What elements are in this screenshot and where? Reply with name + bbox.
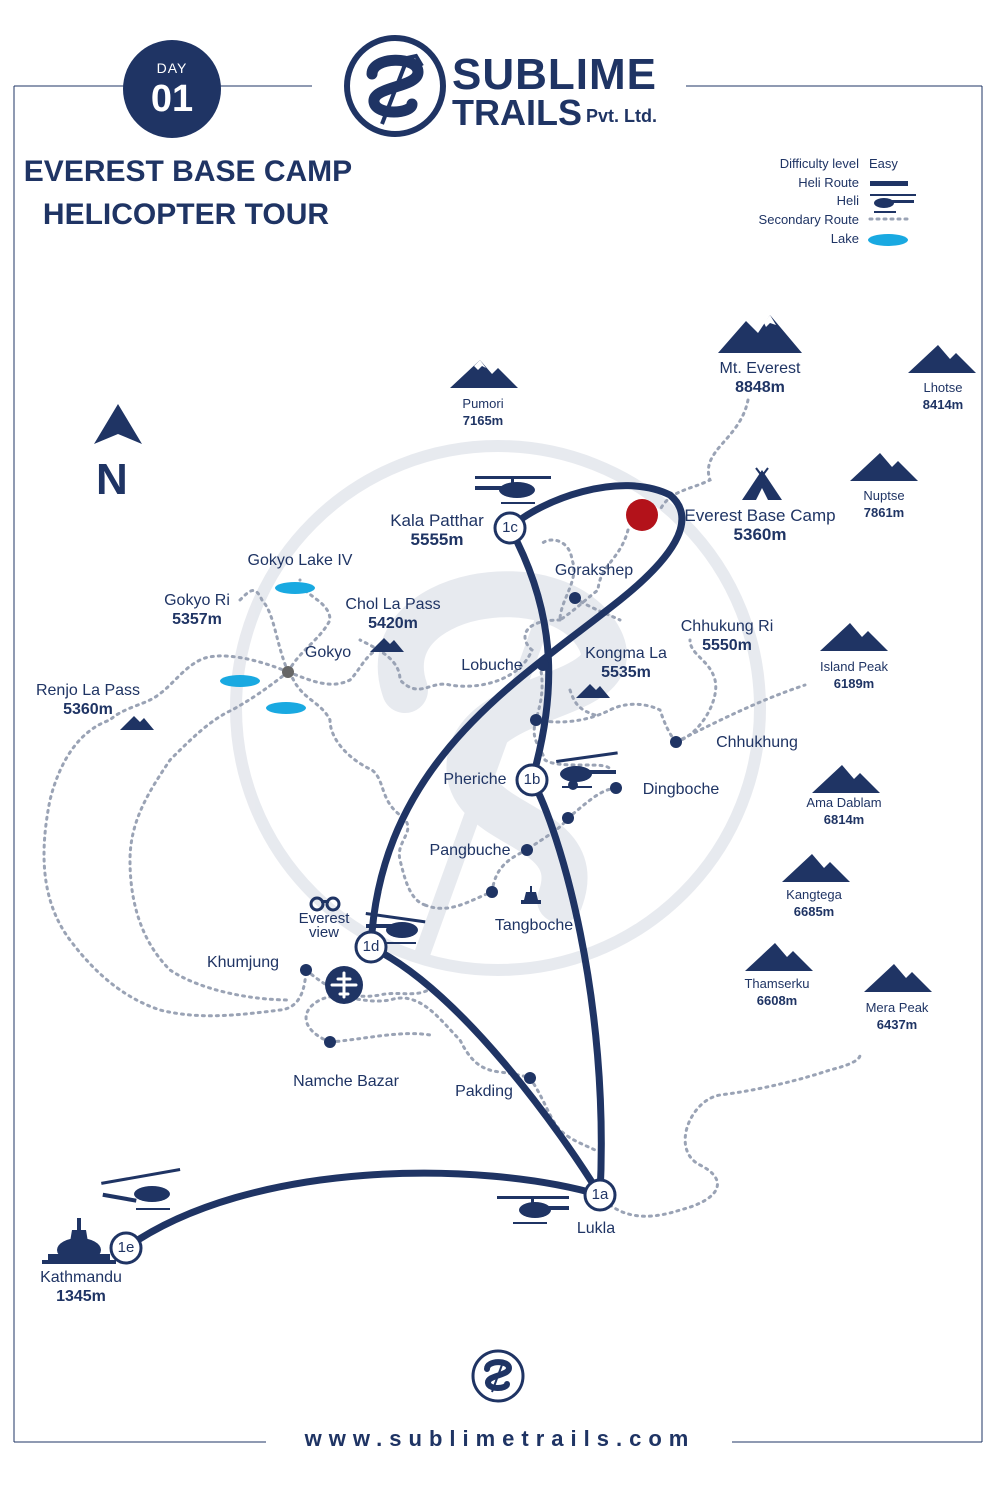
base-camp-marker xyxy=(626,499,658,531)
waypoint-circles xyxy=(109,511,617,1265)
mountain-icon xyxy=(745,943,813,971)
helicopter-icon xyxy=(870,194,916,213)
brand-name-line2: TRAILS xyxy=(452,92,582,133)
mountain-icon xyxy=(812,765,880,793)
north-label: N xyxy=(96,455,128,504)
brand-logo-mark xyxy=(344,35,446,137)
mountain-icon xyxy=(782,854,850,882)
legend-lake: Lake xyxy=(830,231,859,246)
monastery-icon xyxy=(521,886,541,904)
helicopter-icon xyxy=(475,476,551,504)
day-number: 01 xyxy=(150,78,194,120)
label-khumjung: Khumjung xyxy=(206,954,280,971)
binoculars-icon xyxy=(309,896,341,912)
legend-heli-route: Heli Route xyxy=(798,175,859,190)
mountain-icon xyxy=(576,684,610,698)
label-pangbuche: Pangbuche xyxy=(429,842,511,859)
helicopter-icons xyxy=(101,194,916,1224)
waypoint-1a: 1a xyxy=(591,1186,609,1203)
label-chhukhung: Chhukhung xyxy=(716,734,798,751)
label-tangboche: Tangboche xyxy=(494,917,574,934)
footer-logo xyxy=(471,1349,525,1403)
page-title-line1: EVEREST BASE CAMP xyxy=(23,155,353,188)
website-link[interactable]: www.sublimetrails.com xyxy=(304,1426,696,1451)
mountain-icon xyxy=(718,315,802,353)
helicopter-icon xyxy=(497,1196,569,1224)
helicopter-icon xyxy=(101,1168,181,1210)
north-arrow-icon xyxy=(94,404,142,444)
legend-difficulty-value: Easy xyxy=(869,156,898,171)
label-namche: Namche Bazar xyxy=(293,1073,399,1090)
peak-icons xyxy=(120,315,976,992)
day-label: DAY xyxy=(156,60,188,76)
helicopter-icon xyxy=(556,751,618,788)
label-gokyo-lake: Gokyo Lake IV xyxy=(247,552,353,569)
legend-difficulty: Difficulty level xyxy=(779,156,859,171)
lakes xyxy=(220,582,315,714)
waypoint-1b: 1b xyxy=(523,771,541,788)
label-pakding: Pakding xyxy=(455,1083,513,1100)
label-gokyo: Gokyo xyxy=(304,644,352,661)
tent-icon xyxy=(742,467,782,500)
page-title-line2: HELICOPTER TOUR xyxy=(42,198,330,231)
mountain-icon xyxy=(820,623,888,651)
legend-samples xyxy=(868,181,910,246)
label-dingboche: Dingboche xyxy=(642,781,720,798)
mountain-icon xyxy=(120,716,154,730)
legend-secondary-route: Secondary Route xyxy=(758,212,859,227)
mountain-icon xyxy=(864,964,932,992)
mountain-icon xyxy=(908,345,976,373)
waypoint-1e: 1e xyxy=(117,1239,135,1256)
brand-name-line1: SUBLIME xyxy=(452,50,657,99)
waypoint-1d: 1d xyxy=(362,938,380,955)
label-gorakshep: Gorakshep xyxy=(554,562,634,579)
airport-icon xyxy=(325,966,363,1004)
legend-heli: Heli xyxy=(836,193,859,208)
stupa-icon xyxy=(42,1218,116,1264)
helicopter-icon xyxy=(365,912,426,944)
mountain-icon xyxy=(850,453,918,481)
mountain-icon xyxy=(370,638,404,652)
mountain-icon xyxy=(450,360,518,388)
day-badge: DAY 01 xyxy=(123,40,221,138)
heli-route xyxy=(122,482,686,1252)
label-pheriche: Pheriche xyxy=(443,771,507,788)
brand-suffix: Pvt. Ltd. xyxy=(586,106,657,126)
label-lukla: Lukla xyxy=(576,1220,616,1237)
waypoint-1c: 1c xyxy=(502,519,518,536)
label-lobuche: Lobuche xyxy=(461,657,523,674)
